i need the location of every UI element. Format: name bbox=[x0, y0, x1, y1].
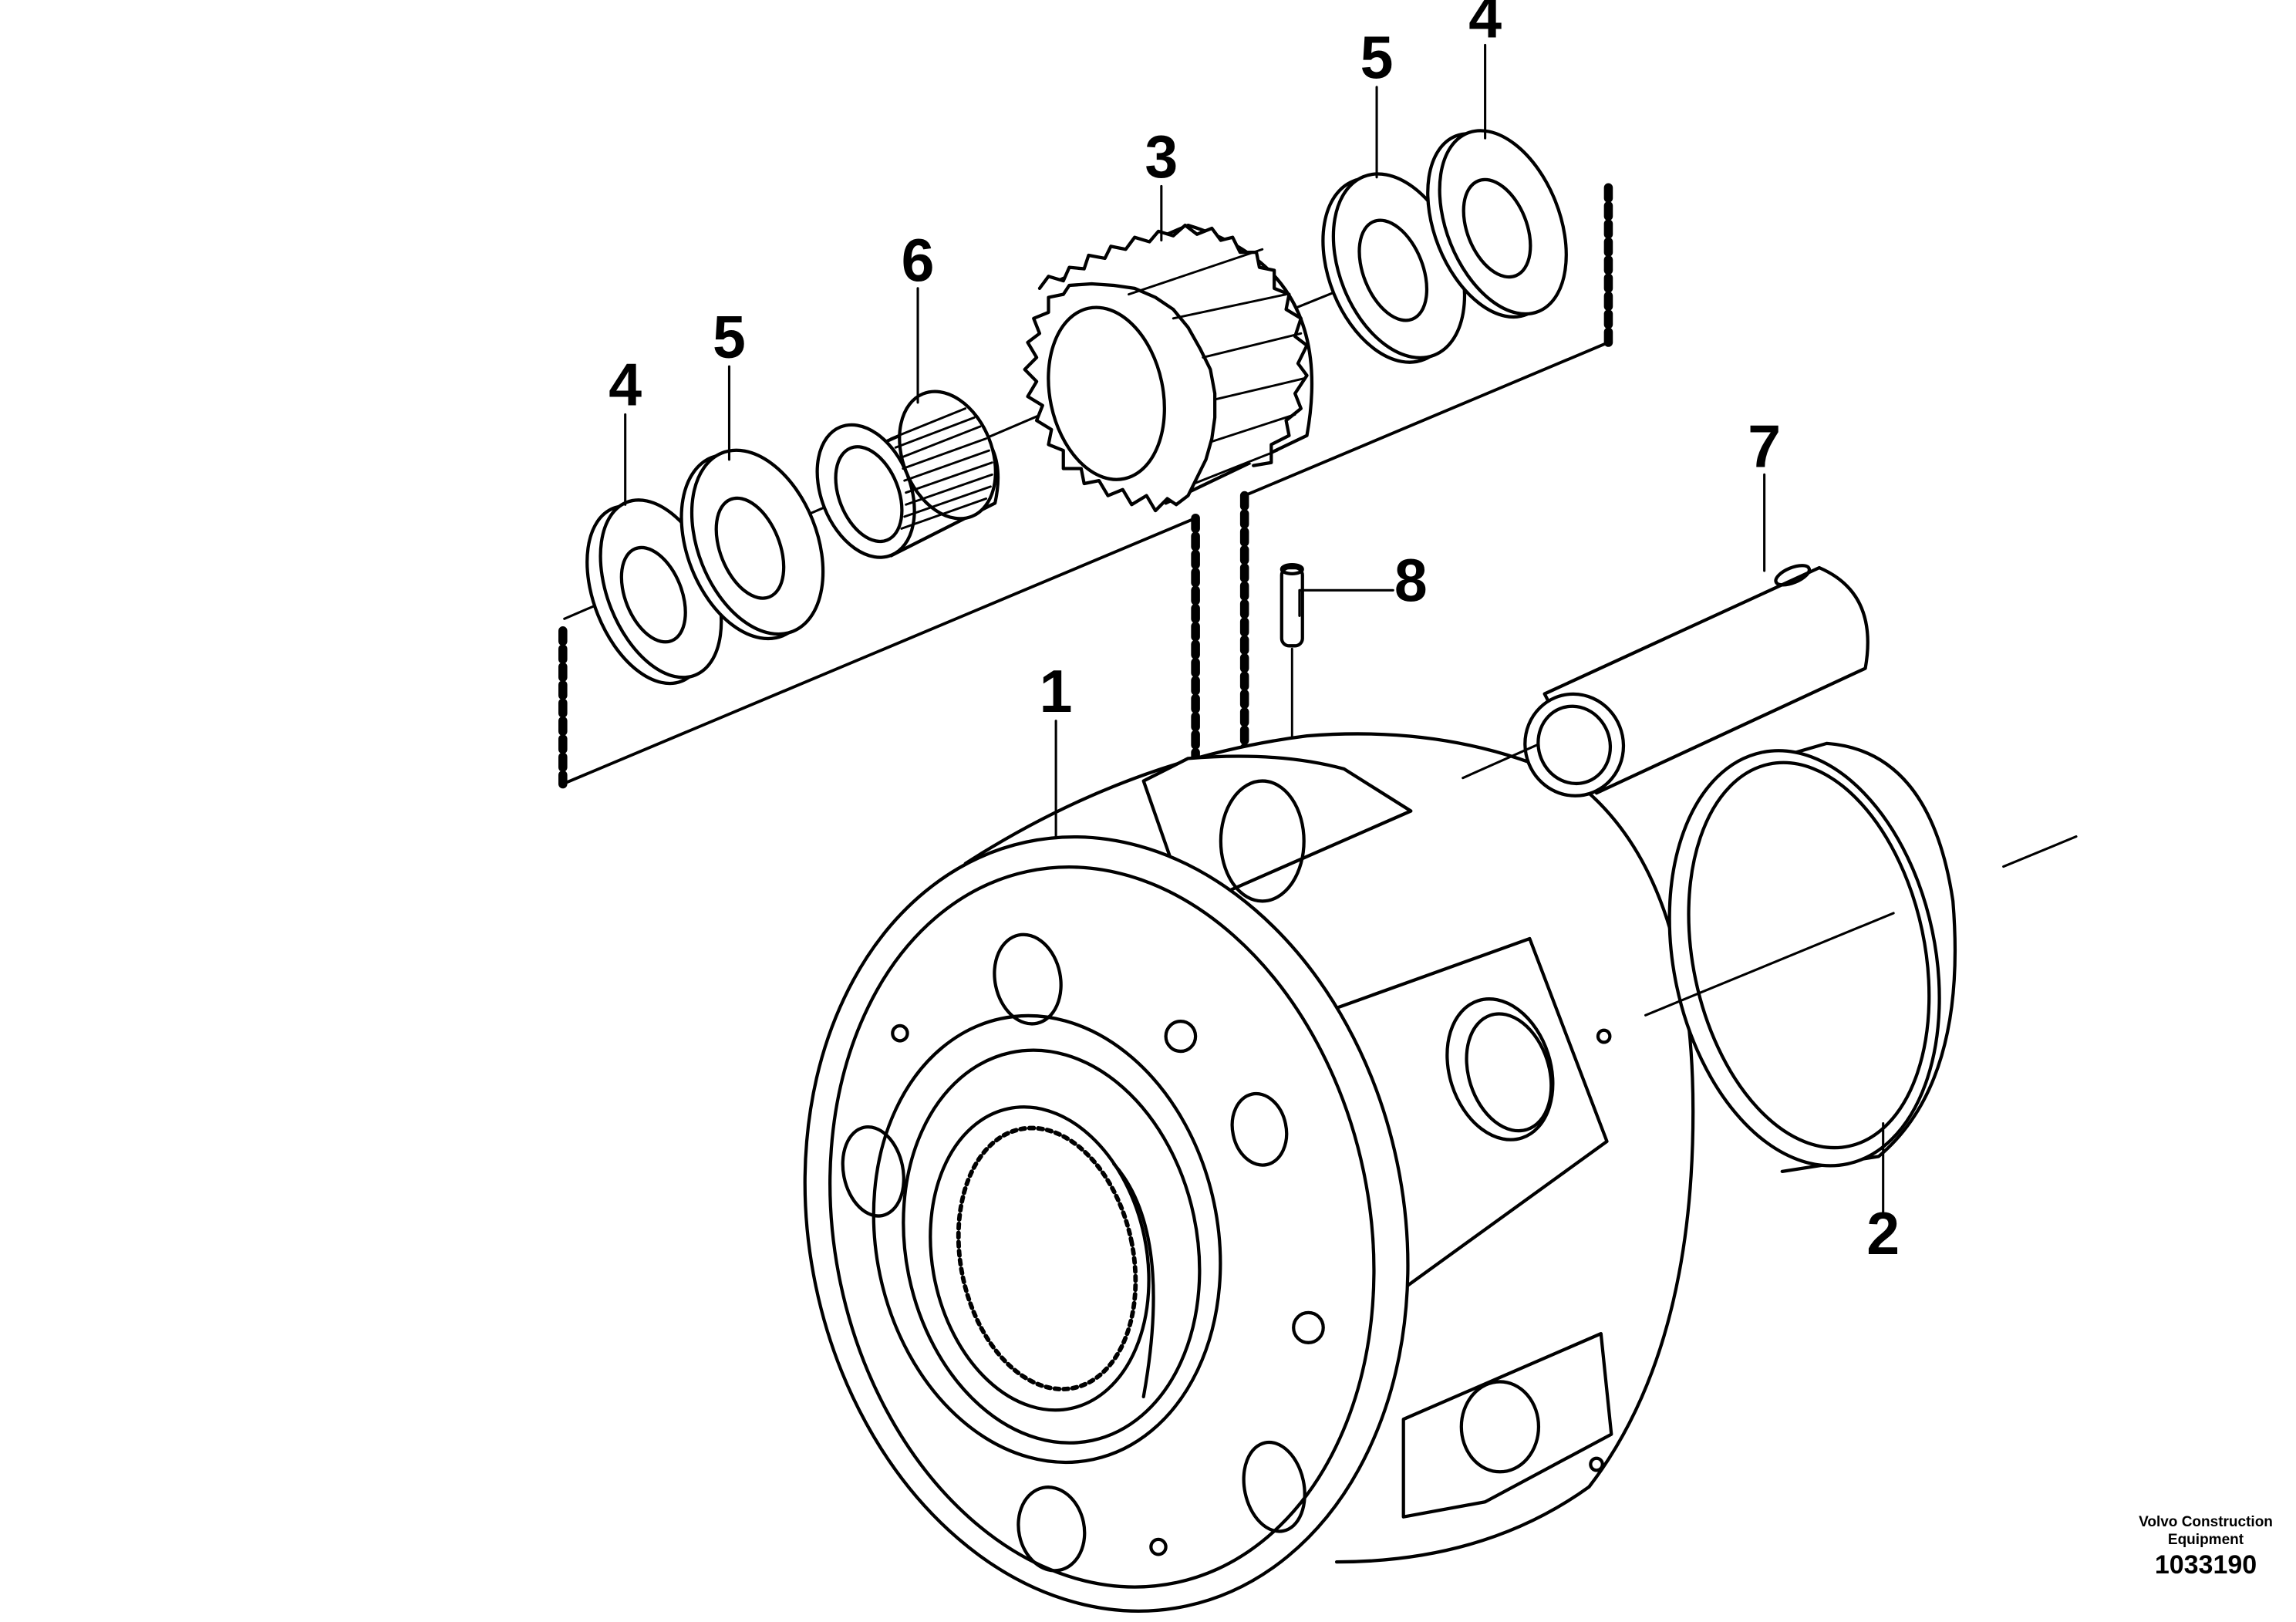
callout-5-left: 5 bbox=[713, 304, 746, 370]
callout-labels: 1 2 3 4 4 5 5 6 7 8 bbox=[609, 0, 1900, 1267]
callout-3: 3 bbox=[1145, 123, 1178, 190]
callout-8: 8 bbox=[1394, 548, 1428, 614]
callout-4-left: 4 bbox=[609, 352, 642, 418]
bushing-ring-part bbox=[1644, 741, 2078, 1173]
callout-4-right: 4 bbox=[1468, 0, 1502, 51]
callout-2: 2 bbox=[1866, 1201, 1900, 1267]
lock-pin-part bbox=[1279, 563, 1304, 750]
callout-6: 6 bbox=[902, 228, 935, 294]
drawing-number: 1033190 bbox=[2154, 1550, 2257, 1580]
callout-1: 1 bbox=[1040, 659, 1073, 725]
needle-bearing-part bbox=[815, 389, 1000, 559]
callout-5-right: 5 bbox=[1360, 25, 1394, 91]
brand-line-1: Volvo Construction bbox=[2139, 1514, 2273, 1530]
callout-7: 7 bbox=[1748, 413, 1781, 480]
spacer-washer-left-part bbox=[679, 448, 825, 641]
brand-block: Volvo Construction Equipment bbox=[2082, 1513, 2296, 1549]
thrust-washer-right-part bbox=[1426, 129, 1568, 319]
planet-carrier-housing-part bbox=[803, 732, 1695, 1613]
brand-line-2: Equipment bbox=[2167, 1532, 2244, 1548]
planet-shaft-part bbox=[1462, 564, 1870, 798]
spacer-washer-right-part bbox=[1321, 172, 1467, 364]
leader-lines bbox=[624, 43, 1885, 1215]
planet-gear-part bbox=[1023, 223, 1314, 513]
